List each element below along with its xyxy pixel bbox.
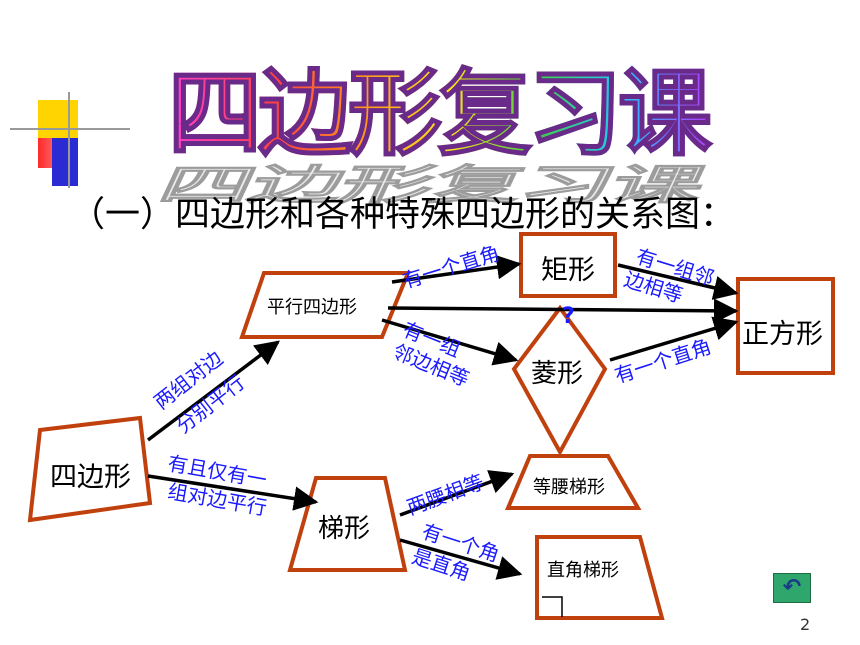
arrow-quad-to-trapezoid [147, 474, 319, 511]
page-number: 2 [800, 615, 811, 634]
arrow-quad-to-parallelogram [146, 340, 280, 442]
node-trapezoid: 梯形 [318, 514, 371, 544]
right-trapezoid-shape [535, 535, 665, 620]
arrow-trapezoid-to-isosceles [399, 470, 515, 517]
subtitle: （一）四边形和各种特殊四边形的关系图： [70, 195, 736, 235]
arrow-rectangle-to-square [617, 263, 739, 300]
return-button[interactable]: ↶ [773, 573, 811, 603]
trapezoid-shape [287, 476, 408, 572]
arrow-parallelogram-to-rhombus [381, 318, 519, 366]
node-square: 正方形 [742, 319, 823, 350]
arrow-trapezoid-to-right [399, 538, 523, 580]
quadrilateral-shape [27, 415, 153, 523]
node-rectangle: 矩形 [541, 255, 595, 286]
page-title: 四边形复习课 [167, 38, 713, 174]
node-quadrilateral: 四边形 [50, 462, 131, 493]
parallelogram-shape [239, 271, 411, 339]
node-right-trapezoid: 直角梯形 [547, 560, 619, 581]
isosceles-trapezoid-shape [504, 454, 642, 510]
node-isosceles-trapezoid: 等腰梯形 [533, 477, 605, 498]
arrow-parallelogram-to-square [387, 298, 739, 324]
return-arrow-icon: ↶ [782, 575, 802, 600]
right-angle-mark [542, 596, 563, 617]
question-mark: ? [562, 304, 575, 329]
rhombus-shape [511, 304, 608, 457]
arrow-rhombus-to-square [609, 316, 739, 362]
node-parallelogram: 平行四边形 [267, 297, 357, 318]
node-rhombus: 菱形 [531, 359, 584, 389]
arrow-parallelogram-to-rectangle [391, 254, 522, 284]
